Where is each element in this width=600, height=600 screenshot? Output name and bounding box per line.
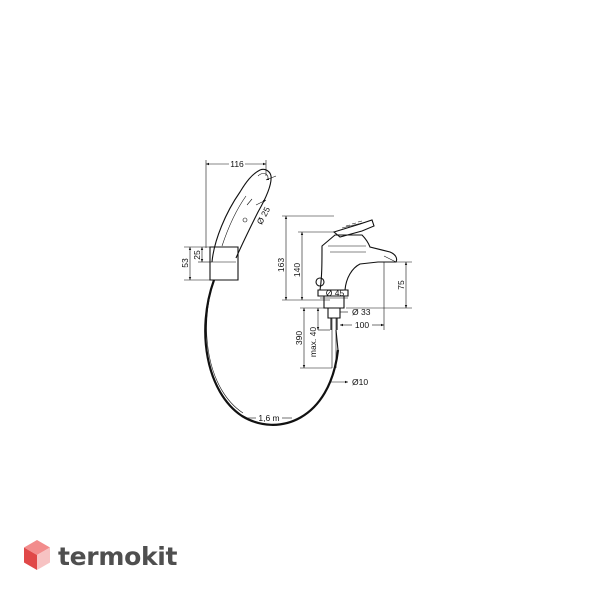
hose [204,279,340,426]
dim-100: 100 [355,320,369,330]
dim-390: 390 [294,331,304,345]
dim-dia-10: Ø10 [352,377,368,387]
dim-163: 163 [276,258,286,272]
dim-max-40: max. 40 [308,327,318,358]
cube-logo-icon [24,540,50,570]
dim-75: 75 [396,280,406,290]
dim-140: 140 [292,263,302,277]
dim-25: 25 [192,250,202,260]
dim-dia-45: Ø 45 [326,288,345,298]
dimension-labels: 116 Ø 25 53 25 163 140 Ø 45 75 Ø 33 100 … [180,159,406,423]
brand-name: termokit [58,541,178,571]
dimension-lines [184,160,412,419]
dim-116: 116 [230,159,244,169]
brand-watermark: termokit [22,536,178,576]
cube-right-face [37,547,50,570]
cube-left-face [24,547,37,570]
dim-dia-33: Ø 33 [352,307,371,317]
dim-53: 53 [180,258,190,268]
dim-hose-length: 1,6 m [258,413,279,423]
dim-dia-25: Ø 25 [255,205,273,226]
